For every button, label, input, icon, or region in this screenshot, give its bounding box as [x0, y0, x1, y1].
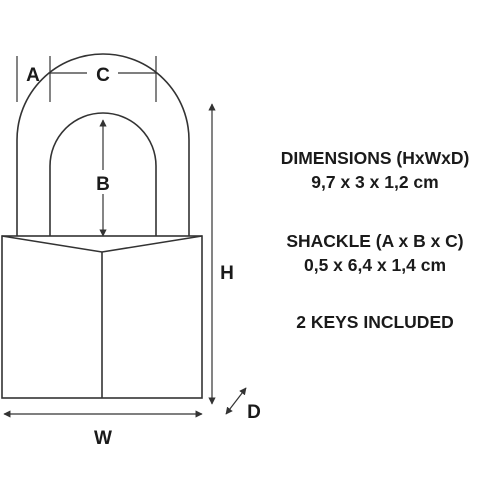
padlock-shackle	[16, 53, 190, 236]
keys-spec: 2 KEYS INCLUDED	[240, 310, 500, 334]
dimensions-heading: DIMENSIONS (HxWxD)	[280, 148, 470, 168]
shackle-inner-arc	[49, 112, 157, 236]
label-d: D	[247, 402, 261, 423]
shackle-spec: SHACKLE (A x B x C) 0,5 x 6,4 x 1,4 cm	[240, 229, 500, 277]
keys-included-text: 2 KEYS INCLUDED	[296, 312, 454, 332]
label-w: W	[94, 428, 112, 449]
label-c: C	[96, 65, 110, 86]
shackle-heading: SHACKLE (A x B x C)	[286, 231, 464, 251]
label-b-background	[92, 170, 114, 194]
dimension-line-d	[225, 387, 247, 415]
label-b: B	[96, 174, 110, 195]
shackle-outer-arc	[16, 53, 190, 236]
padlock-body	[1, 235, 203, 399]
shackle-value: 0,5 x 6,4 x 1,4 cm	[303, 255, 447, 275]
label-a: A	[26, 65, 40, 86]
dimensions-spec: DIMENSIONS (HxWxD) 9,7 x 3 x 1,2 cm	[240, 146, 500, 194]
label-h: H	[220, 263, 234, 284]
dimension-ac	[16, 56, 157, 102]
dimensions-value: 9,7 x 3 x 1,2 cm	[311, 172, 439, 192]
padlock-body-bevel	[1, 235, 203, 253]
